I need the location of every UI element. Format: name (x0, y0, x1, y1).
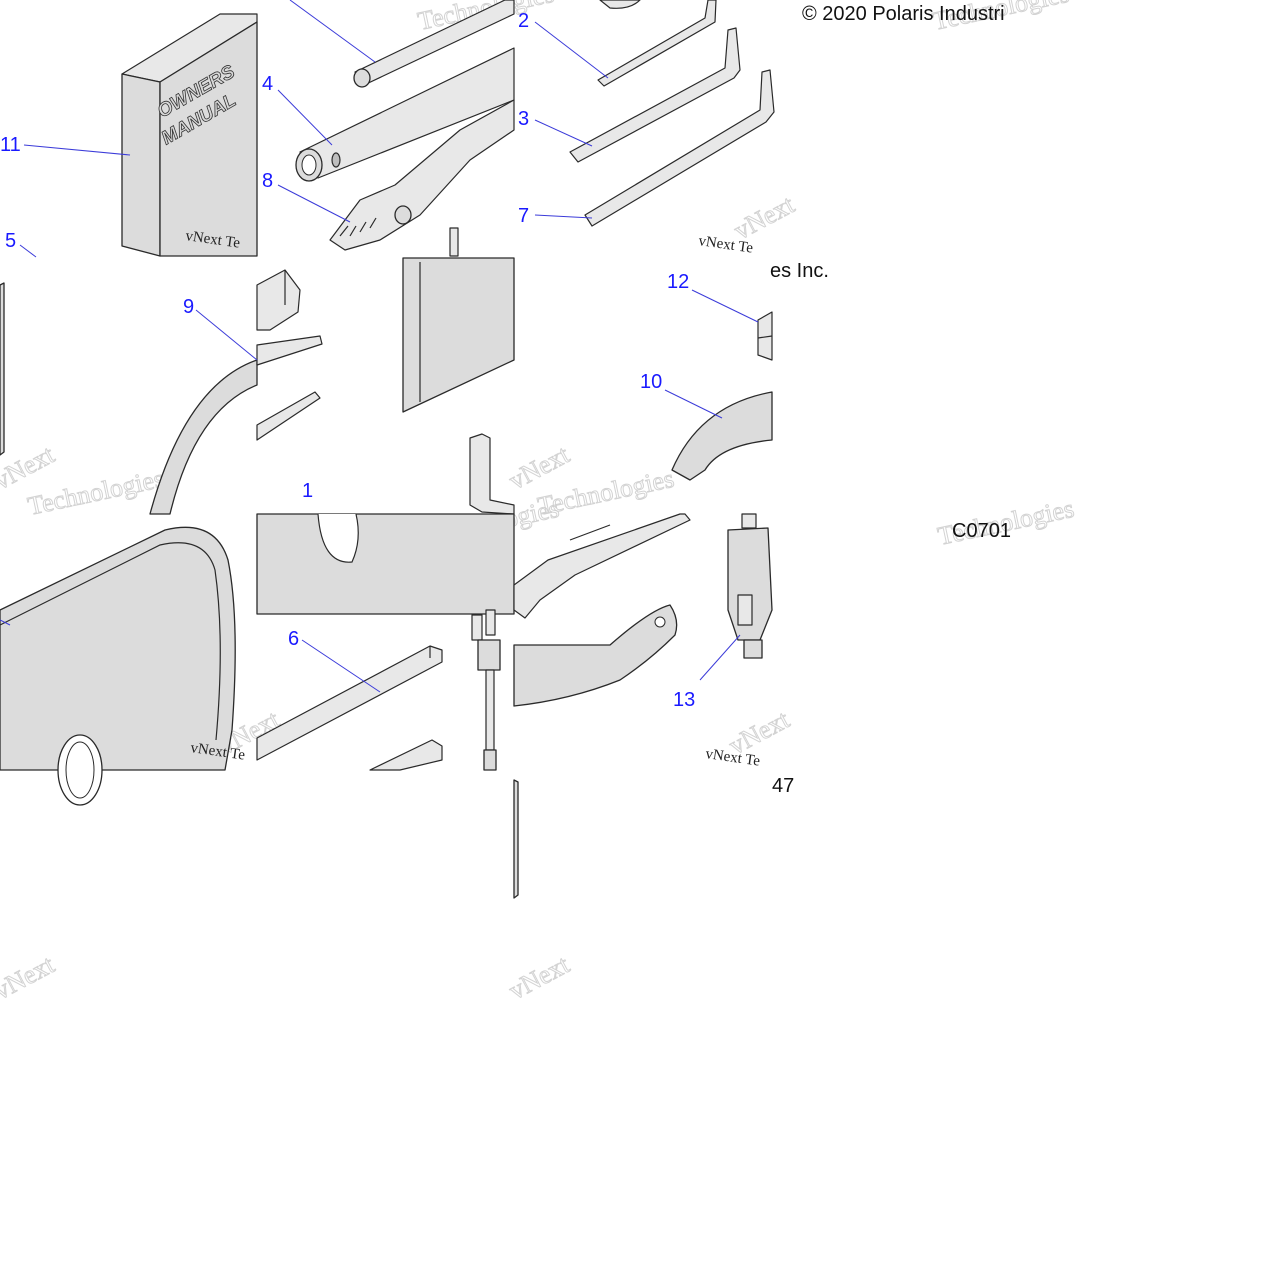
owners-manual-part: OWNERS MANUAL (121, 13, 258, 257)
spanner-arc-part (671, 391, 773, 481)
leader-9 (195, 309, 258, 361)
tool-bag-part (0, 526, 236, 806)
leader-3 (534, 119, 593, 147)
watermark-text: Technologies (25, 464, 166, 521)
leader-4 (277, 89, 333, 146)
callout-4: 4 (262, 73, 273, 95)
callout-11: 11 (0, 134, 21, 156)
drawing-code: C0701 (952, 520, 1011, 542)
callout-3: 3 (518, 108, 529, 130)
tool-bag-edge-part (0, 282, 5, 456)
callout-8: 8 (262, 170, 273, 192)
callout-13: 13 (673, 689, 695, 711)
leader-bag (0, 619, 11, 626)
adapter-part (369, 739, 443, 771)
plug-wrench-part (295, 47, 515, 182)
callout-5: 5 (5, 230, 16, 252)
watermark-text: vNext (729, 189, 799, 245)
watermark-caption: vNext Te (189, 740, 246, 764)
leader-lines (0, 0, 759, 693)
page-number: 47 (772, 775, 794, 797)
pliers-part (329, 99, 515, 257)
leader-11 (23, 144, 131, 156)
copyright-tail-text: es Inc. (770, 260, 829, 282)
strap-part (149, 359, 258, 515)
leader-top (289, 0, 376, 63)
square-bar-part (256, 645, 443, 761)
callout-6: 6 (288, 628, 299, 650)
watermark-captions: vNext Te vNext Te vNext Te vNext Te (184, 228, 761, 770)
swing-wrench-part (513, 604, 678, 707)
extension-bar-part (353, 0, 515, 88)
l-key-part (469, 433, 515, 515)
callout-1: 1 (302, 480, 313, 502)
screwdriver-part (256, 335, 323, 441)
callout-7: 7 (518, 205, 529, 227)
leader-10 (664, 389, 723, 419)
leader-13 (699, 634, 741, 681)
watermark-caption: vNext Te (697, 233, 754, 257)
callout-12: 12 (667, 271, 689, 293)
charging-cable-part (471, 609, 501, 771)
leader-8 (277, 184, 351, 223)
leader-6 (301, 639, 381, 693)
callout-labels: 1 2 3 4 5 6 7 8 9 10 11 12 13 (0, 10, 695, 711)
watermark-caption: vNext Te (704, 746, 761, 770)
fuse-clip-part (757, 311, 773, 361)
socket-head-part (256, 269, 301, 331)
hex-key-3-part (569, 27, 741, 163)
watermark-text: vNext (0, 949, 60, 1005)
pouch-edge-part (513, 779, 519, 899)
extension-handle-part (513, 513, 691, 619)
leader-5 (19, 244, 37, 258)
hex-key-7-part (584, 69, 775, 227)
document-text: © 2020 Polaris Industri es Inc. C0701 47 (770, 3, 1011, 797)
callout-2: 2 (518, 10, 529, 32)
bag-panel-part (256, 513, 515, 615)
watermark-text: vNext (504, 949, 574, 1005)
watermark-caption: vNext Te (184, 228, 241, 252)
callout-10: 10 (640, 371, 662, 393)
leader-7 (534, 214, 593, 219)
hex-key-2-part (597, 0, 717, 87)
callout-9: 9 (183, 296, 194, 318)
power-plug-part (727, 513, 773, 659)
pouch-part (402, 257, 515, 413)
leader-12 (691, 289, 759, 323)
leader-2 (534, 21, 609, 79)
copyright-text: © 2020 Polaris Industri (802, 3, 1005, 25)
